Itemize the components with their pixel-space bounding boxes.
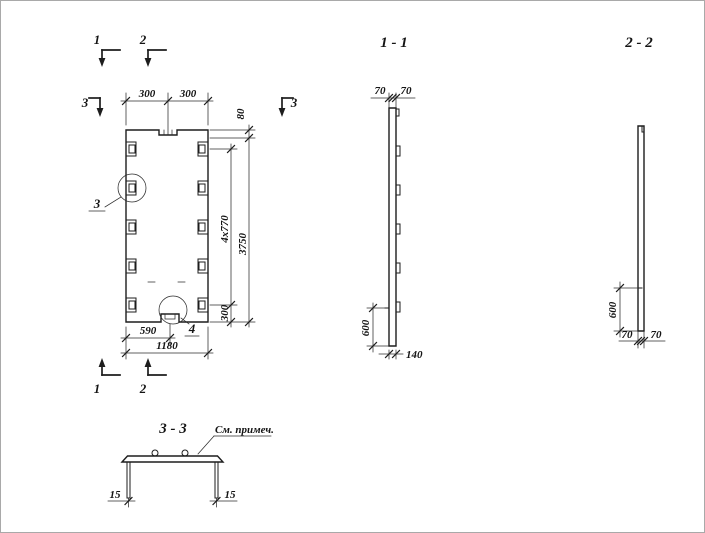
dim-70-left-1-1: 70 [375, 85, 387, 97]
section-2-2: 2 - 2 600 70 70 [607, 35, 666, 349]
dim-3750: 3750 [237, 233, 249, 257]
section-2-2-dimension-lines [613, 281, 666, 349]
dim-300-top-left: 300 [138, 88, 156, 100]
section-marker-1-top-label: 1 [94, 32, 101, 47]
bottom-notch-detail [164, 313, 176, 320]
plan-dimension-lines [120, 92, 256, 360]
lifting-loop-left [151, 449, 159, 457]
dim-600-1-1: 600 [360, 319, 372, 336]
dim-140: 140 [406, 349, 423, 361]
dim-300-top-right: 300 [179, 88, 197, 100]
dim-80: 80 [235, 108, 247, 120]
lifting-loop-right [181, 449, 189, 457]
section-markers: 1 2 3 3 1 2 [81, 32, 298, 396]
section-2-2-title: 2 - 2 [624, 35, 653, 51]
dim-15-left: 15 [110, 489, 122, 501]
panel-outline [125, 129, 209, 323]
section-1-1-title: 1 - 1 [380, 35, 408, 51]
detail-3-label: 3 [93, 196, 101, 211]
plan-dimension-ticks [121, 96, 254, 358]
section-3-3: 3 - 3 См. примеч. 15 15 [107, 421, 274, 508]
section-2-2-ticks [615, 283, 649, 346]
detail-4-label: 4 [188, 321, 196, 336]
section-1-1-keys [395, 108, 401, 313]
detail-leaders: 3 4 [88, 196, 200, 337]
section-1-1: 1 - 1 [360, 35, 423, 361]
section-marker-3-right-label: 3 [290, 95, 298, 110]
section-3-3-left-leg [126, 461, 131, 499]
section-1-1-ticks [368, 93, 401, 359]
section-3-3-plate [120, 455, 225, 463]
section-3-3-title: 3 - 3 [158, 421, 187, 437]
dim-4x770: 4x770 [219, 215, 231, 244]
dim-1180: 1180 [156, 340, 178, 352]
section-3-3-note: См. примеч. [215, 424, 274, 436]
section-2-2-profile [637, 125, 645, 332]
dim-70-right-2-2: 70 [651, 329, 663, 341]
plan-view: 300 300 80 4x770 3750 300 590 1180 1 2 3… [81, 32, 298, 396]
dim-300-bottom-right: 300 [219, 304, 231, 322]
section-marker-2-bottom-label: 2 [139, 381, 147, 396]
section-3-3-right-leg [214, 461, 219, 499]
section-3-3-ticks [124, 496, 221, 506]
section-1-1-profile [388, 107, 397, 347]
section-marker-2-top-label: 2 [139, 32, 147, 47]
detail-circle-3 [117, 173, 147, 203]
dim-15-right: 15 [225, 489, 237, 501]
dim-70-right-1-1: 70 [401, 85, 413, 97]
detail-circle-4 [158, 295, 188, 325]
panel-right-keys [197, 141, 209, 313]
dim-600-2-2: 600 [607, 301, 619, 318]
dim-70-left-2-2: 70 [622, 329, 634, 341]
note-leader [197, 435, 215, 455]
section-1-1-dimension-lines [366, 92, 416, 360]
section-marker-3-left-label: 3 [81, 95, 89, 110]
section-marker-1-bottom-label: 1 [94, 381, 101, 396]
section-3-3-dimension-lines [107, 497, 238, 508]
panel-left-keys [125, 141, 137, 313]
dim-590: 590 [140, 325, 157, 337]
